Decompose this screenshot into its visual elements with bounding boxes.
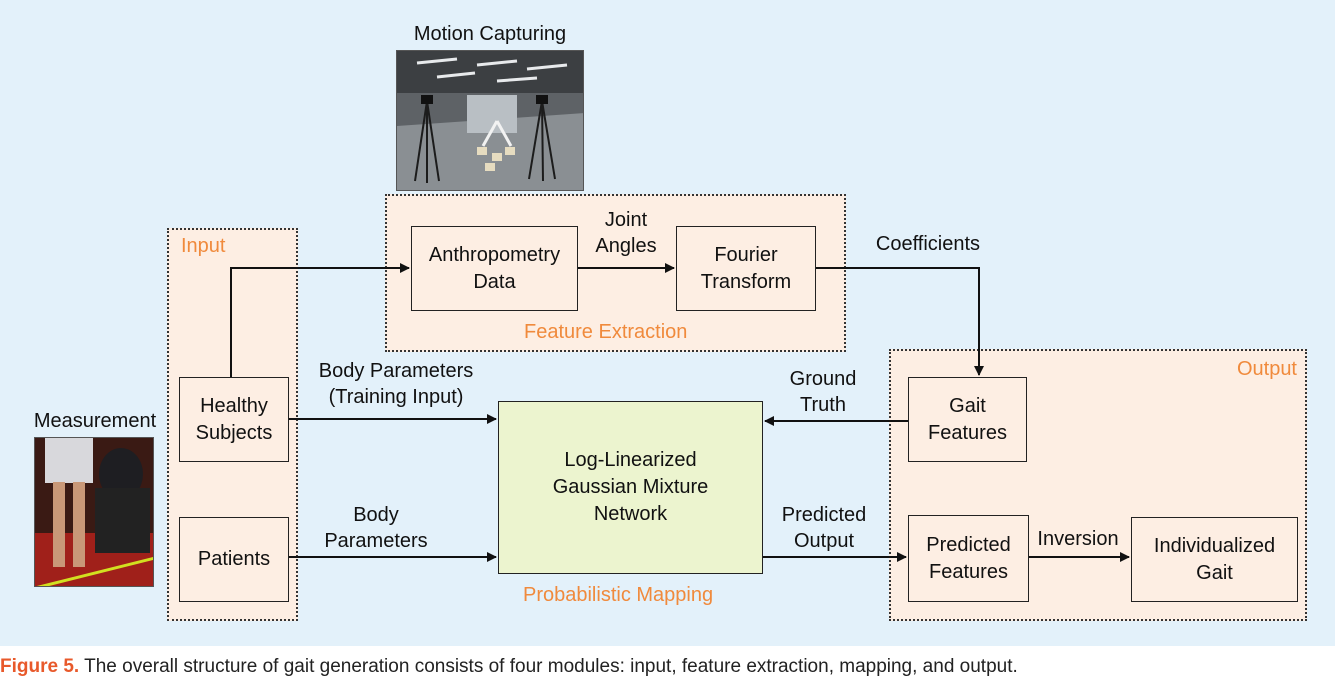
healthy-to-anthropometry-arrow	[230, 263, 410, 377]
anthropometry-data-box: Anthropometry Data	[411, 226, 578, 311]
motion-capturing-title: Motion Capturing	[413, 23, 567, 45]
fourier-transform-box: Fourier Transform	[676, 226, 816, 311]
input-region-label: Input	[181, 235, 226, 257]
connector-arrows	[230, 263, 1130, 562]
body-parameters-label: Body Parameters	[324, 504, 428, 552]
output-region-label: Output	[1236, 358, 1297, 380]
ground-truth-label: Ground Truth	[789, 368, 857, 416]
joint-angles-label: Joint Angles	[595, 209, 657, 257]
gait-features-box: Gait Features	[908, 377, 1027, 462]
individualized-gait-box: Individualized Gait	[1131, 517, 1298, 602]
figure-number: Figure 5.	[0, 656, 80, 677]
coefficients-label: Coefficients	[875, 233, 981, 255]
feature-extraction-label: Feature Extraction	[524, 321, 688, 343]
figure-caption: Figure 5. The overall structure of gait …	[0, 652, 1335, 688]
mixture-network-box: Log-Linearized Gaussian Mixture Network	[498, 401, 763, 574]
motion-capture-photo	[396, 50, 584, 191]
predicted-output-label: Predicted Output	[781, 504, 867, 552]
fourier-to-gait-features-arrow	[816, 267, 984, 376]
body-parameters-training-label: Body Parameters (Training Input)	[318, 360, 474, 408]
inversion-label: Inversion	[1037, 528, 1119, 550]
patients-box: Patients	[179, 517, 289, 602]
measurement-title: Measurement	[33, 410, 157, 432]
measurement-photo	[34, 437, 154, 587]
probabilistic-mapping-label: Probabilistic Mapping	[523, 584, 714, 606]
diagram-figure: Input Feature Extraction Output Motion C…	[0, 0, 1335, 646]
healthy-subjects-box: Healthy Subjects	[179, 377, 289, 462]
predicted-features-box: Predicted Features	[908, 515, 1029, 602]
caption-text: The overall structure of gait generation…	[84, 656, 1018, 677]
